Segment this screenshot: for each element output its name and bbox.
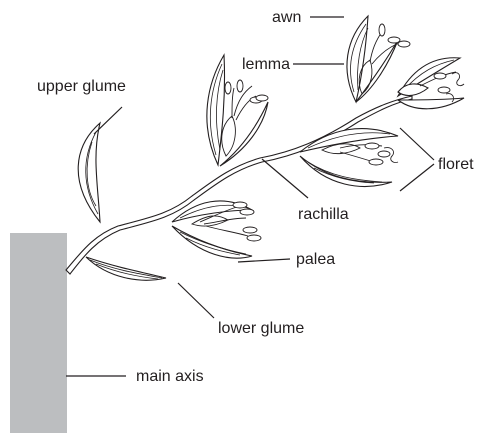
- label-lemma: lemma: [242, 56, 290, 73]
- label-awn: awn: [272, 9, 301, 26]
- label-floret: floret: [438, 156, 474, 173]
- floret-leader-upper: [400, 128, 434, 160]
- floret-leader-lower: [400, 164, 434, 191]
- label-palea: palea: [296, 251, 335, 268]
- floret-3: [300, 129, 398, 187]
- upper-glume: [78, 123, 100, 222]
- lower-glume: [86, 257, 166, 280]
- upper-glume-leader: [94, 107, 122, 134]
- label-lower-glume: lower glume: [218, 320, 304, 337]
- rachilla-leader: [262, 159, 308, 198]
- floret-1: [172, 201, 261, 258]
- main-axis: [10, 233, 67, 433]
- label-rachilla: rachilla: [298, 206, 349, 223]
- floret-5: [398, 58, 464, 109]
- label-upper-glume: upper glume: [37, 78, 126, 95]
- lower-glume-leader: [178, 283, 214, 318]
- label-main-axis: main axis: [136, 368, 204, 385]
- palea-leader: [238, 259, 290, 262]
